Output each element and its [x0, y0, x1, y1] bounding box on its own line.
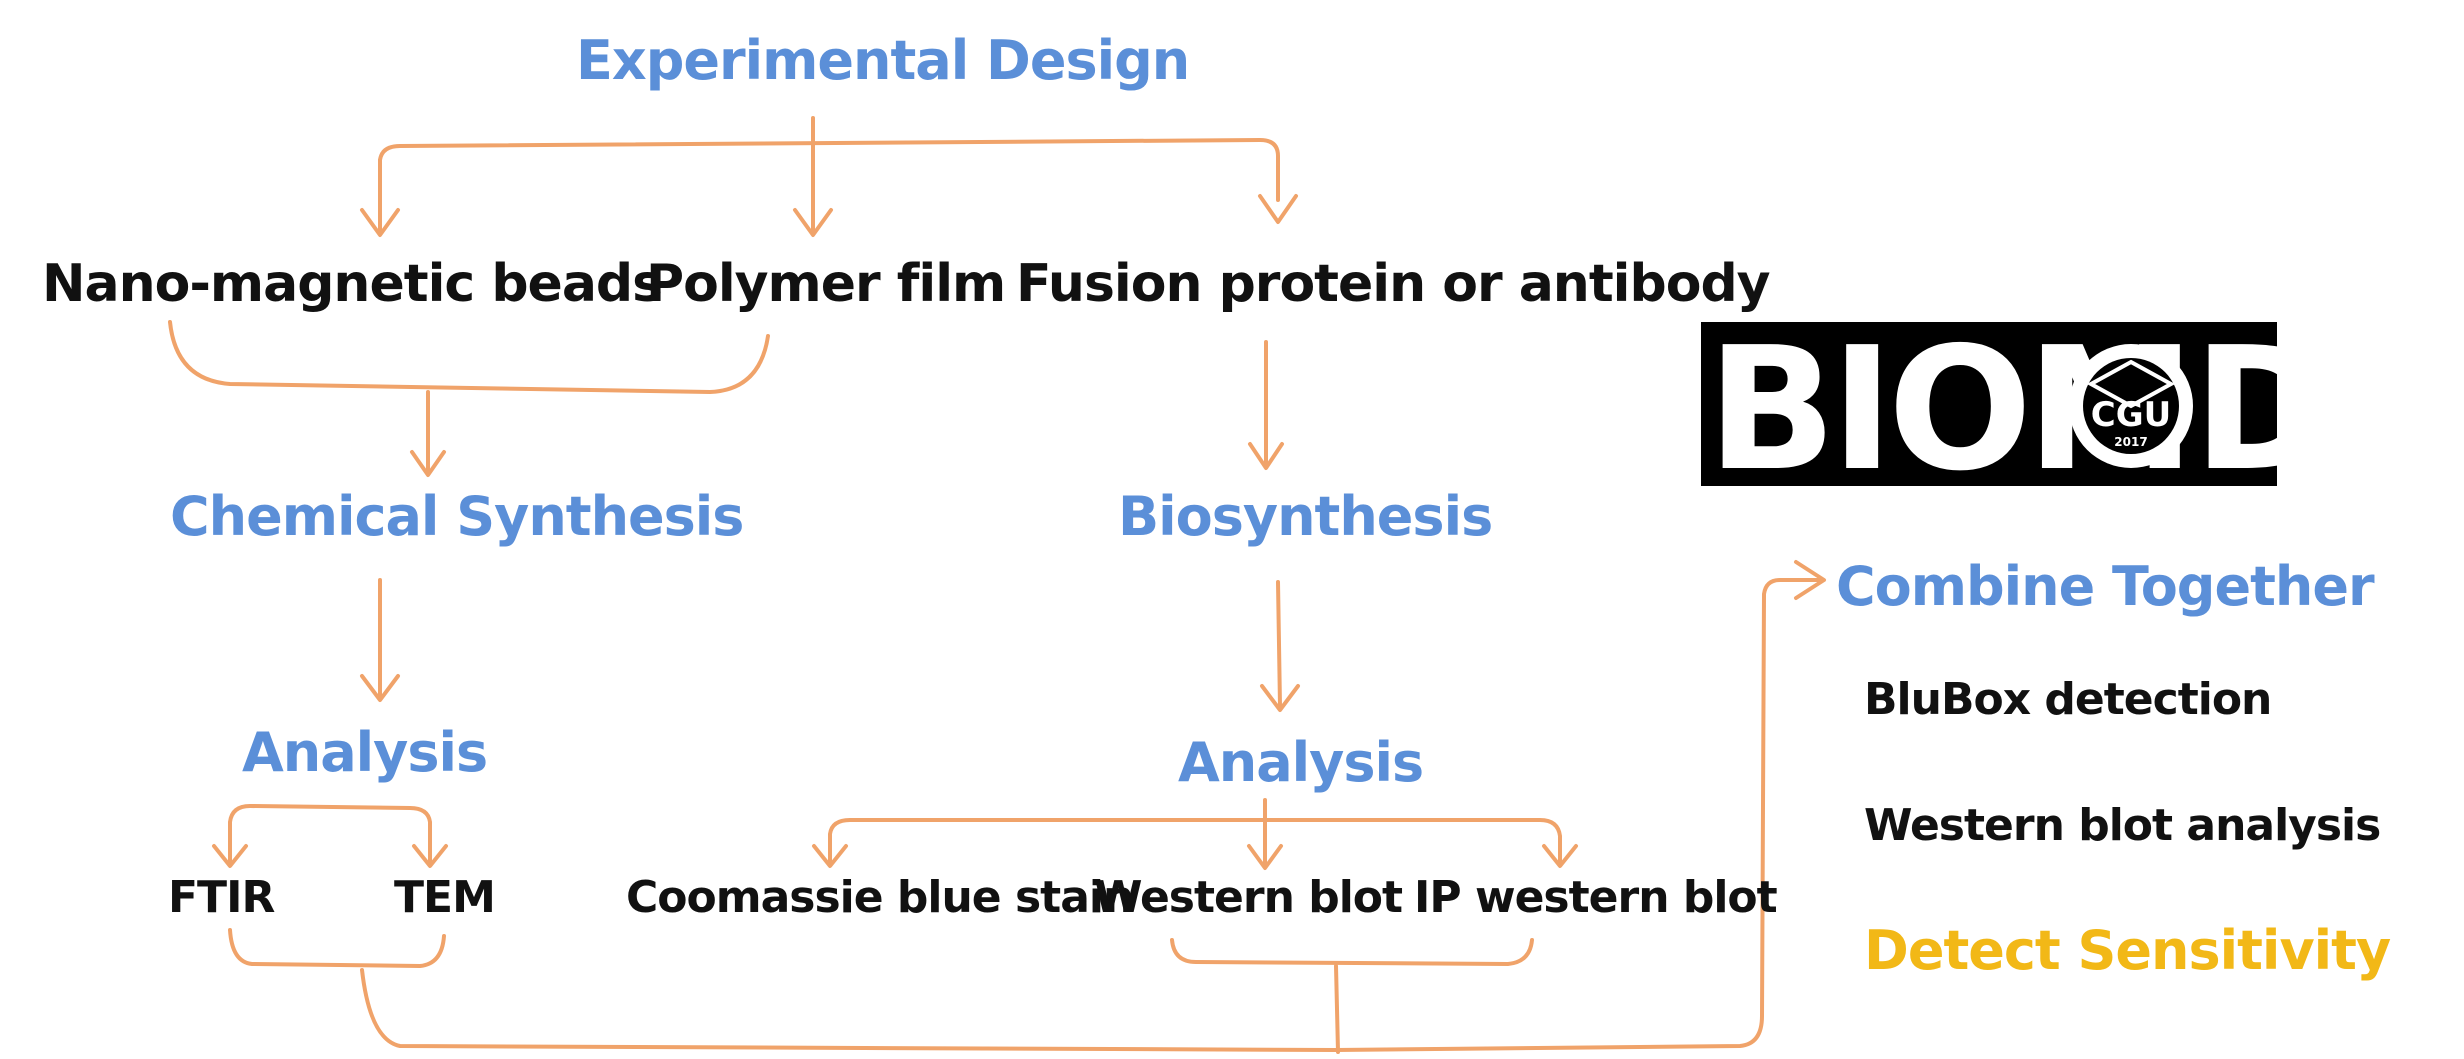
svg-text:D: D	[2193, 322, 2277, 486]
biomod-logo-graphic: BIOM D CGU 2017	[1701, 322, 2277, 486]
right-brace-stem	[1334, 964, 1340, 1054]
combine-connector	[360, 578, 1822, 1052]
label-chemical-synthesis: Chemical Synthesis	[170, 485, 744, 548]
label-fusion-protein: Fusion protein or antibody	[1016, 254, 1771, 314]
svg-text:CGU: CGU	[2091, 395, 2171, 435]
label-nano-magnetic-beads: Nano-magnetic beads	[42, 254, 663, 314]
method-coomassie: Coomassie blue stain	[626, 872, 1134, 923]
item-detect-sensitivity: Detect Sensitivity	[1864, 919, 2391, 982]
arrow-to-analysis-right	[1276, 580, 1282, 708]
right-analysis-branch	[828, 818, 1562, 864]
label-polymer-film: Polymer film	[646, 254, 1006, 314]
method-ftir: FTIR	[168, 872, 275, 923]
label-analysis-right: Analysis	[1178, 731, 1424, 794]
biomod-logo: BIOM D CGU 2017	[1701, 322, 2277, 486]
title-branch-line	[378, 138, 1280, 202]
method-western-blot: Western blot	[1094, 872, 1403, 923]
title-experimental-design: Experimental Design	[576, 29, 1190, 92]
method-tem: TEM	[394, 872, 496, 923]
item-blubox-detection: BluBox detection	[1864, 674, 2272, 725]
label-analysis-left: Analysis	[242, 721, 488, 784]
left-analysis-branch	[228, 804, 432, 864]
brace-ftir-tem	[228, 928, 446, 968]
label-combine-together: Combine Together	[1836, 555, 2375, 618]
method-ip-western-blot: IP western blot	[1414, 872, 1778, 923]
brace-western-ip	[1170, 938, 1534, 966]
item-western-blot-analysis: Western blot analysis	[1864, 800, 2381, 851]
label-biosynthesis: Biosynthesis	[1118, 485, 1493, 548]
svg-text:2017: 2017	[2114, 435, 2147, 449]
brace-nano-polymer	[168, 320, 770, 394]
cgu-emblem: CGU 2017	[2083, 358, 2179, 454]
